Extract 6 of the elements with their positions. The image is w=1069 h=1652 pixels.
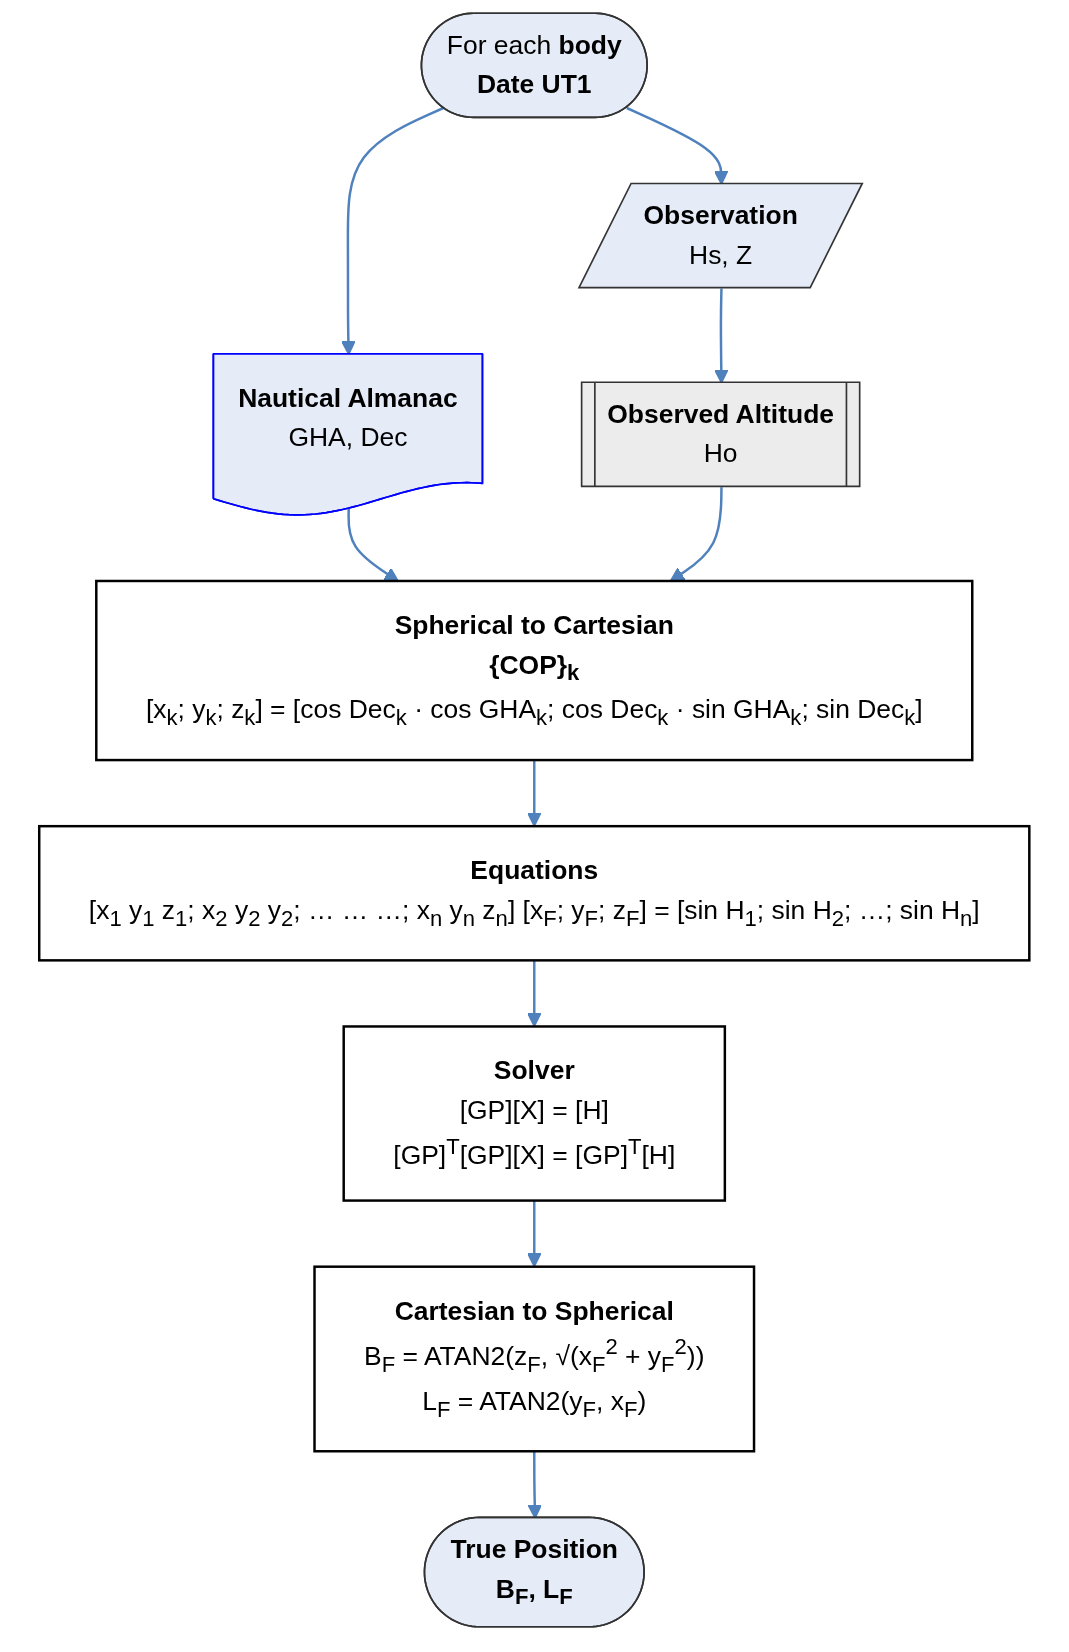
node-box: Equations [x$_{1}$ y$_{1}$ z$_{1}$; x$_{2}$ y$_{2}$ y$_{2}$; … … …; x$_{n}$ y$_{n}$ z$_{n}$] [x$_{F}$; y$_{F}$; z$_{F}$] = [sin H$_{1}$; sin H$_{2}$; …; sin H$_{n}$] bbox=[38, 824, 1031, 962]
arrow bbox=[527, 760, 542, 827]
node-box: Spherical to Cartesian {COP}$_{k}$ [x$_{k}$; y$_{k}$; z$_{k}$] = [cos Dec$_{k}$ · cos GHA$_{k}$; cos Dec$_{k}$ · sin GHA$_{k}$; sin Dec$_{k}$] bbox=[95, 579, 974, 762]
node-box: Solver [GP][X] = [H] [GP]$^{T}$[GP][X] = [GP]$^{T}$[H] bbox=[342, 1025, 727, 1202]
node-box: Cartesian to Spherical B$_{F}$ = ATAN2(z$_{F}$, √(x$_{F}$$^{2}$ + y$_{F}$$^{2}$)) L$_{F}$ = ATAN2(y$_{F}$, x$_{F}$) bbox=[313, 1265, 756, 1453]
arrow bbox=[527, 1451, 543, 1519]
